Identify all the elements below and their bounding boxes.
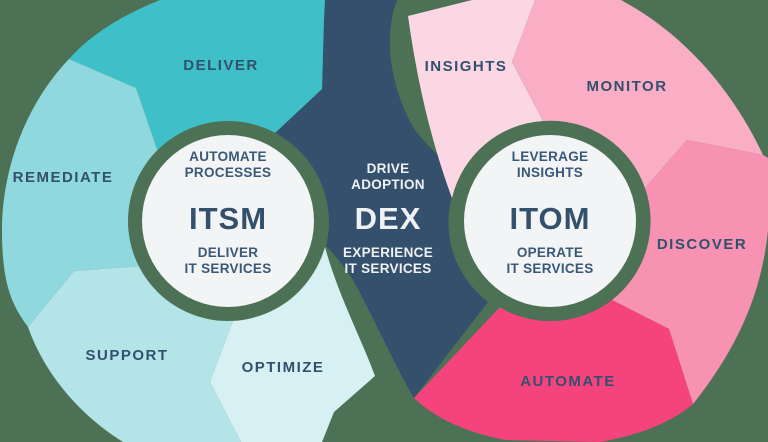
itsm-tagline-top-line2: PROCESSES <box>185 165 272 180</box>
itsm-title: ITSM <box>189 201 267 236</box>
itsm-tagline-bottom-line2: IT SERVICES <box>184 261 271 276</box>
itsm-tagline-bottom-line1: DELIVER <box>198 245 259 260</box>
segment-monitor-shape <box>512 0 763 188</box>
segment-label-monitor: MONITOR <box>586 78 667 95</box>
segment-label-automate: AUTOMATE <box>520 373 616 390</box>
dex-tagline-bottom-line2: IT SERVICES <box>344 261 431 276</box>
segment-label-remediate: REMEDIATE <box>13 169 114 186</box>
dex-title: DEX <box>355 201 422 236</box>
right-hub-circle <box>464 135 636 307</box>
segment-label-insights: INSIGHTS <box>425 58 508 75</box>
segment-discover-shape <box>612 140 768 404</box>
dex-tagline-top-line2: ADOPTION <box>351 177 425 192</box>
segment-label-deliver: DELIVER <box>183 57 259 74</box>
itom-title: ITOM <box>510 201 591 236</box>
segment-insights-shape <box>408 0 543 198</box>
dex-tagline-bottom-line1: EXPERIENCE <box>343 245 433 260</box>
segment-label-support: SUPPORT <box>85 347 168 364</box>
segment-automate-shape <box>414 300 693 442</box>
left-hub-circle <box>142 135 314 307</box>
dex-tagline-top-line1: DRIVE <box>367 161 410 176</box>
itsm-tagline-top-line1: AUTOMATE <box>189 149 267 164</box>
segment-label-optimize: OPTIMIZE <box>242 359 325 376</box>
segment-optimize-shape <box>210 247 375 442</box>
itom-tagline-bottom-line2: IT SERVICES <box>506 261 593 276</box>
itom-tagline-bottom-line1: OPERATE <box>517 245 583 260</box>
itom-tagline-top-line2: INSIGHTS <box>517 165 583 180</box>
itom-tagline-top-line1: LEVERAGE <box>512 149 589 164</box>
segment-deliver-shape <box>69 0 325 152</box>
segment-remediate-shape <box>2 59 158 327</box>
segment-label-discover: DISCOVER <box>657 236 747 253</box>
dex-band-shape <box>275 0 488 398</box>
